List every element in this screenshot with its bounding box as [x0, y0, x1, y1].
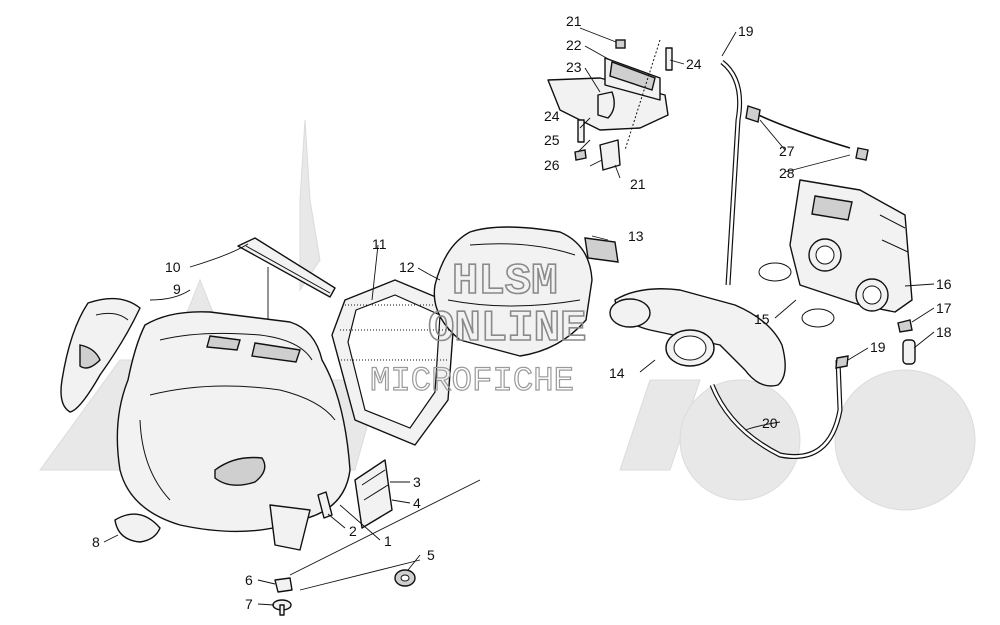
callout-24-left: 24	[544, 108, 560, 124]
callout-20: 20	[762, 415, 778, 431]
part-tab-13	[584, 237, 619, 263]
callout-18: 18	[936, 324, 952, 340]
part-nut-6	[274, 577, 293, 593]
callout-8: 8	[92, 534, 100, 550]
callout-21-bottom: 21	[630, 176, 646, 192]
part-intake-boot-14	[609, 288, 786, 387]
callout-27: 27	[779, 143, 795, 159]
part-airbox-housing-1	[116, 311, 351, 551]
watermark-line-2: ONLINE	[428, 304, 586, 354]
part-filter-11-12	[331, 279, 456, 446]
callout-4: 4	[413, 495, 421, 511]
callout-2: 2	[349, 523, 357, 539]
callout-10: 10	[165, 259, 181, 275]
callout-28: 28	[779, 165, 795, 181]
callout-13: 13	[628, 228, 644, 244]
callout-19-upper: 19	[738, 23, 754, 39]
part-throttle-body-16	[789, 179, 913, 313]
callout-24-right: 24	[686, 56, 702, 72]
part-screw-2	[317, 491, 333, 519]
callout-3: 3	[413, 474, 421, 490]
part-bolt-7	[272, 599, 292, 616]
part-bracket-3-4	[354, 459, 393, 529]
callout-21-top: 21	[566, 13, 582, 29]
callout-17: 17	[936, 300, 952, 316]
part-airbox-lid	[433, 226, 593, 357]
part-cap-18	[902, 339, 916, 365]
callout-22: 22	[566, 37, 582, 53]
part-gasket-10	[237, 237, 336, 298]
callout-5: 5	[427, 547, 435, 563]
callout-15: 15	[754, 311, 770, 327]
callout-9: 9	[173, 281, 181, 297]
part-fitting-17	[897, 319, 913, 333]
callout-11: 11	[372, 236, 387, 252]
callout-1: 1	[384, 533, 392, 549]
watermark-line-1: HLSM	[452, 257, 558, 307]
part-grommet-5	[394, 569, 416, 587]
watermark: HLSM ONLINE MICROFICHE	[369, 256, 587, 401]
part-side-inlet-9	[60, 297, 141, 413]
callout-25: 25	[544, 132, 560, 148]
callout-23: 23	[566, 59, 582, 75]
callout-26: 26	[544, 157, 560, 173]
part-pad-8	[114, 513, 161, 543]
part-clip-19b	[835, 355, 849, 369]
part-vent-hose	[720, 60, 743, 286]
callout-14: 14	[609, 365, 625, 381]
part-hose-20	[709, 359, 843, 459]
part-clamps-15	[758, 262, 835, 328]
part-bracket-assembly	[547, 39, 869, 171]
watermark-line-3: MICROFICHE	[370, 363, 574, 401]
callout-19-lower: 19	[870, 339, 886, 355]
callout-labels: 1 2 3 4 5 6 7 8 9 10 11 12 13 14 15 16 1…	[92, 13, 952, 612]
callout-6: 6	[245, 572, 253, 588]
callout-7: 7	[245, 596, 253, 612]
callout-16: 16	[936, 276, 952, 292]
callout-12: 12	[399, 259, 415, 275]
leader-lines	[103, 27, 935, 606]
